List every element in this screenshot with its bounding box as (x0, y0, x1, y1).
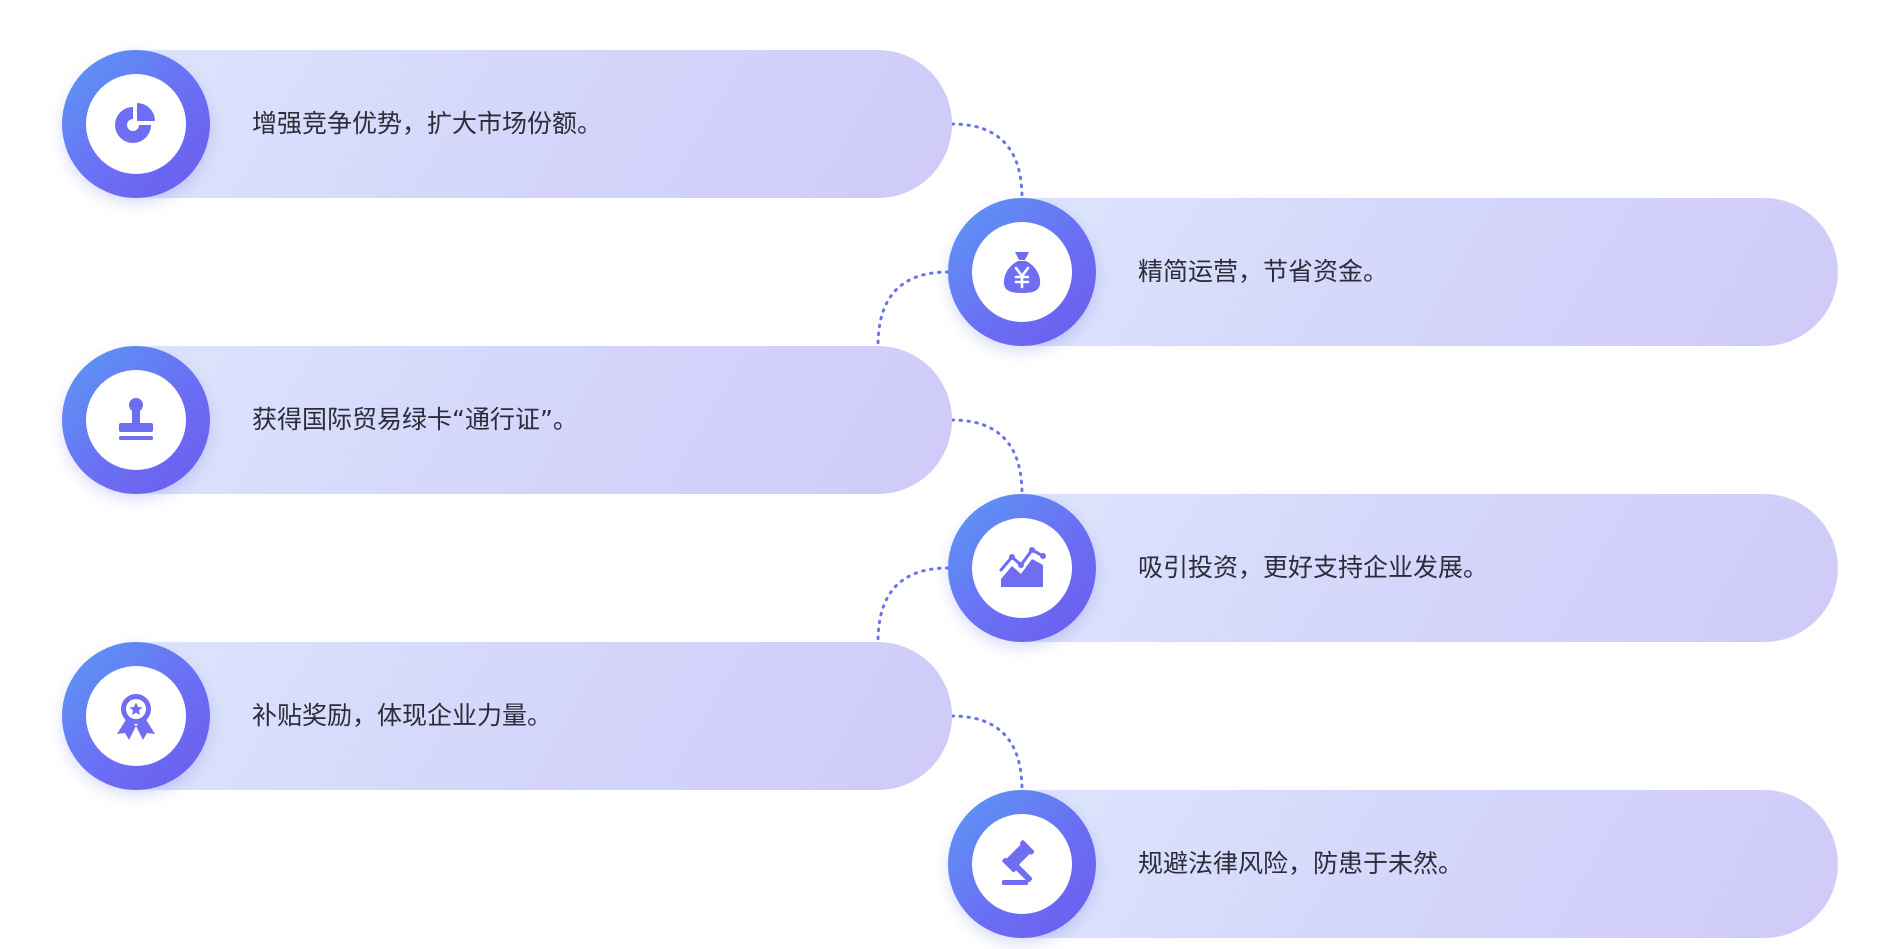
pie-chart-icon (110, 98, 162, 150)
connector-4-5 (876, 566, 950, 644)
stamp-icon (110, 394, 162, 446)
icon-circle (948, 494, 1096, 642)
award-badge-icon (110, 690, 162, 742)
money-bag-icon (996, 246, 1048, 298)
gavel-icon (996, 838, 1048, 890)
icon-circle (948, 198, 1096, 346)
icon-circle (948, 790, 1096, 938)
benefit-item-3: 获得国际贸易绿卡“通行证”。 (62, 346, 952, 494)
connector-3-4 (950, 418, 1024, 496)
benefit-text: 吸引投资，更好支持企业发展。 (1138, 553, 1489, 582)
icon-circle (62, 346, 210, 494)
trend-chart-icon (996, 542, 1048, 594)
benefit-item-5: 补贴奖励，体现企业力量。 (62, 642, 952, 790)
connector-1-2 (950, 122, 1024, 200)
benefit-item-6: 规避法律风险，防患于未然。 (948, 790, 1838, 938)
benefit-text: 补贴奖励，体现企业力量。 (252, 701, 553, 730)
benefit-text: 精简运营，节省资金。 (1138, 257, 1389, 286)
connector-5-6 (950, 714, 1024, 792)
benefit-text: 规避法律风险，防患于未然。 (1138, 849, 1464, 878)
benefit-text: 获得国际贸易绿卡“通行证”。 (252, 405, 578, 434)
benefit-item-4: 吸引投资，更好支持企业发展。 (948, 494, 1838, 642)
icon-circle (62, 642, 210, 790)
connector-2-3 (876, 270, 950, 348)
benefit-item-1: 增强竞争优势，扩大市场份额。 (62, 50, 952, 198)
benefit-text: 增强竞争优势，扩大市场份额。 (252, 109, 603, 138)
icon-circle (62, 50, 210, 198)
benefit-item-2: 精简运营，节省资金。 (948, 198, 1838, 346)
